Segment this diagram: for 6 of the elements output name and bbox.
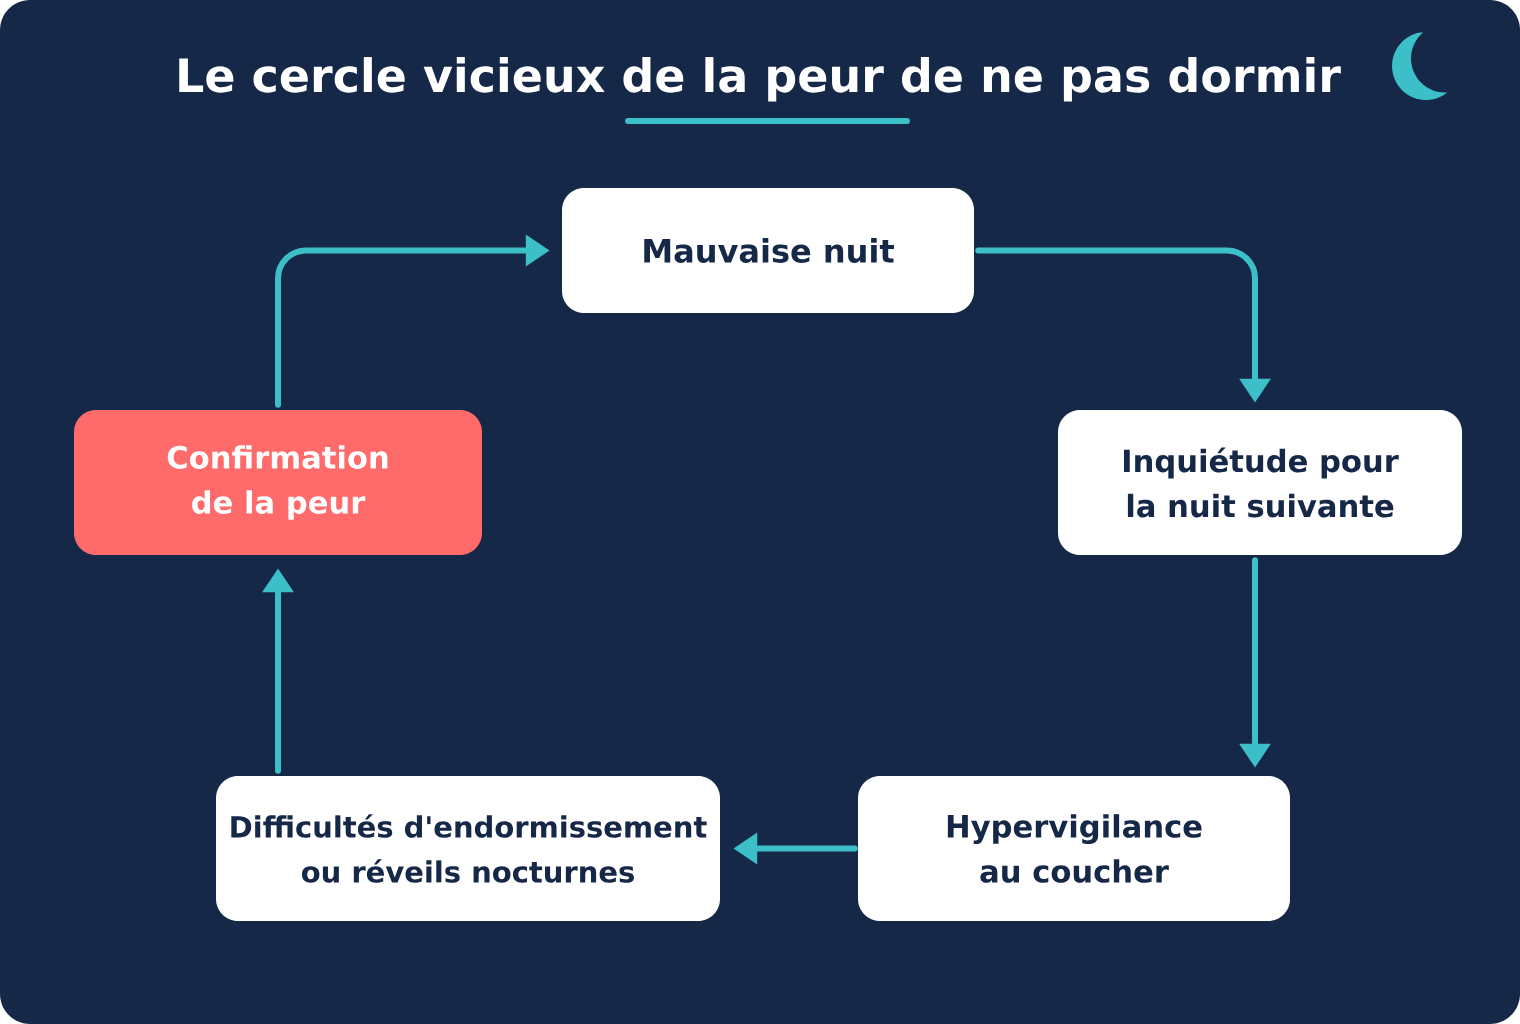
process-box: Mauvaise nuit	[562, 188, 974, 313]
process-box: Inquiétude pour la nuit suivante	[1058, 410, 1462, 555]
highlighted-box: Confirmation de la peur	[74, 410, 482, 555]
process-box: Difficultés d'endormissement ou réveils nocturnes	[216, 776, 720, 921]
process-box: Hypervigilance au coucher	[858, 776, 1290, 921]
title: Le cercle vicieux de la peur de ne pas dormir	[179, 57, 1341, 102]
